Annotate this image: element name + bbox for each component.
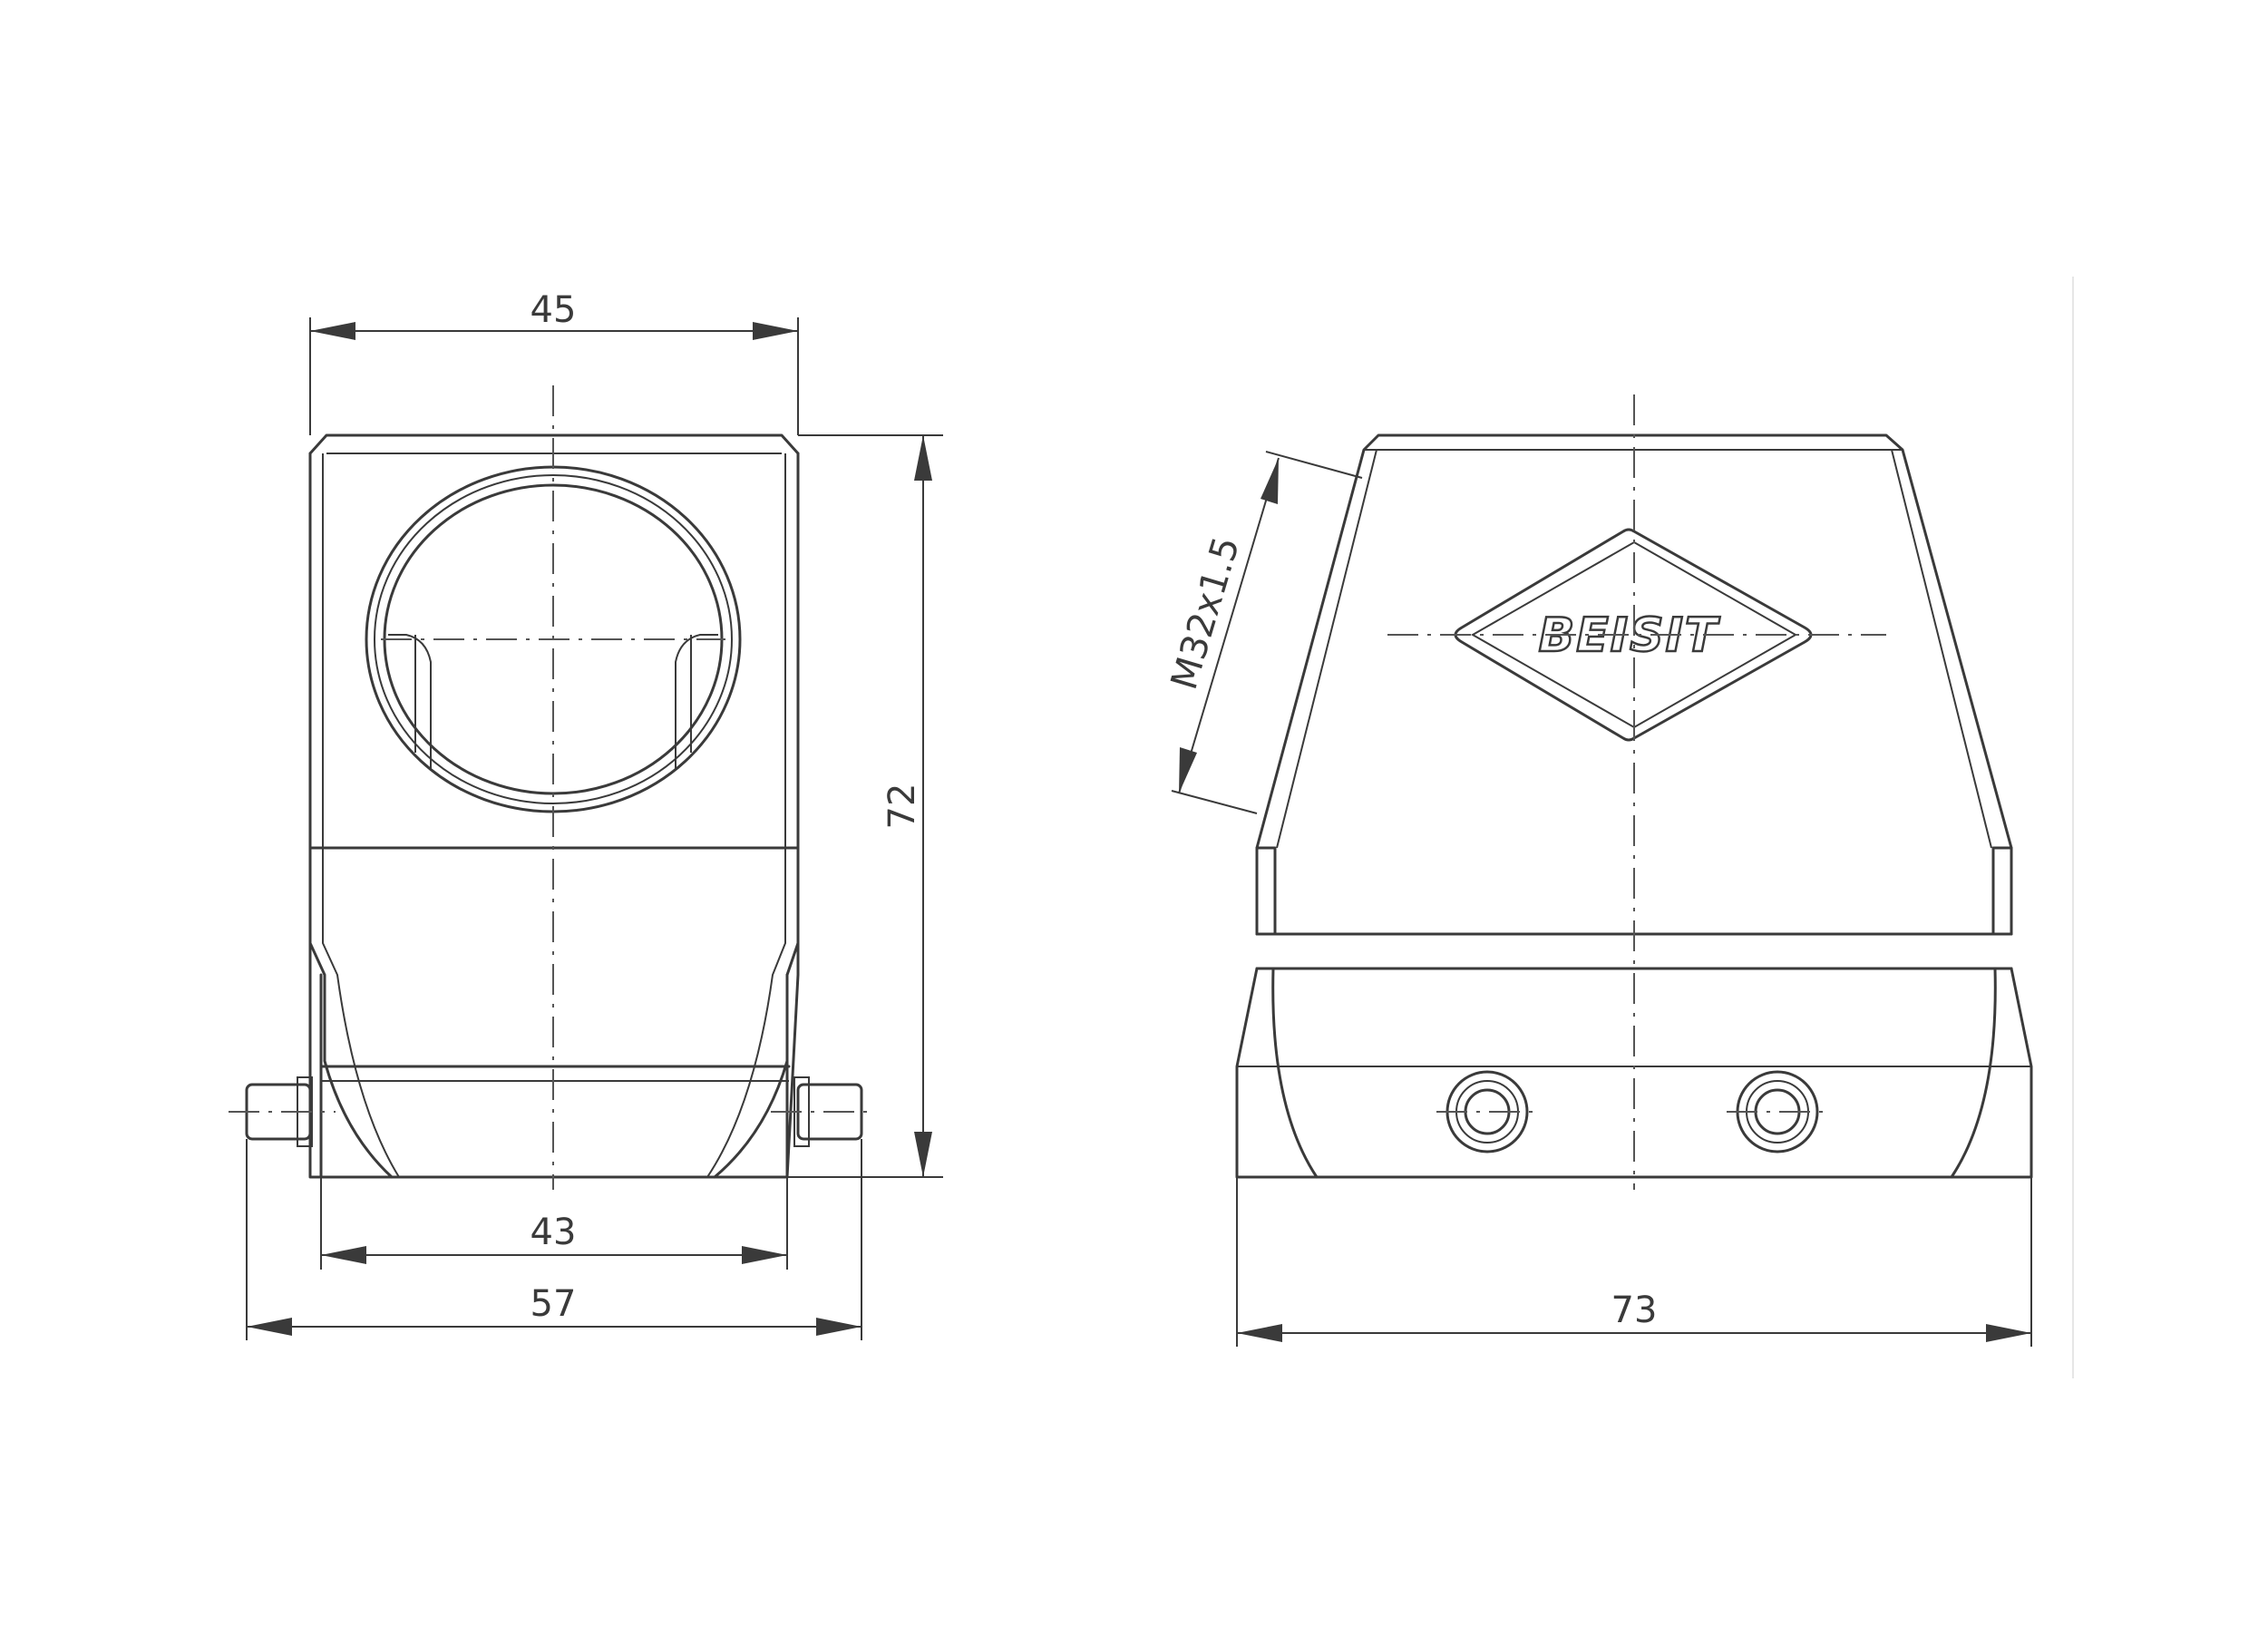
- side-hood-inner-right: [1891, 449, 1992, 849]
- dimension-43: 43: [320, 1177, 788, 1270]
- front-hood-inner-right: [706, 453, 786, 1178]
- logo-diamond-outer: [1454, 528, 1813, 742]
- dimension-72: 72: [787, 434, 943, 1178]
- dimension-57: 57: [246, 1139, 862, 1340]
- front-hood-left-edge: [308, 452, 394, 1179]
- side-base-right-curve: [1950, 967, 1997, 1179]
- side-lower-left-step: [1255, 846, 1277, 936]
- dim-73-label: 73: [1611, 1290, 1658, 1331]
- cable-entry-ring-2: [374, 474, 733, 804]
- front-view: 45 72 43 57: [229, 289, 943, 1340]
- side-view: BEISIT M32x1.5: [1163, 277, 2074, 1378]
- cable-entry-inner-left-wall: [388, 634, 432, 769]
- front-hood-inner-left: [322, 453, 400, 1178]
- dim-45-label: 45: [530, 289, 577, 331]
- dimension-thread: M32x1.5: [1163, 451, 1363, 814]
- dim-72-label: 72: [881, 784, 923, 830]
- cable-entry-inner-right-wall: [675, 634, 718, 769]
- dimension-45: 45: [309, 289, 799, 435]
- side-lower-right-step: [1991, 846, 2013, 936]
- side-hood-inner-left: [1276, 449, 1377, 849]
- dim-thread-label: M32x1.5: [1163, 532, 1248, 695]
- dim-57-label: 57: [530, 1283, 577, 1325]
- side-base-left-curve: [1271, 967, 1319, 1179]
- dim-43-label: 43: [530, 1212, 577, 1253]
- side-base-outline: [1235, 967, 2033, 1179]
- dimension-73: 73: [1236, 1177, 2032, 1347]
